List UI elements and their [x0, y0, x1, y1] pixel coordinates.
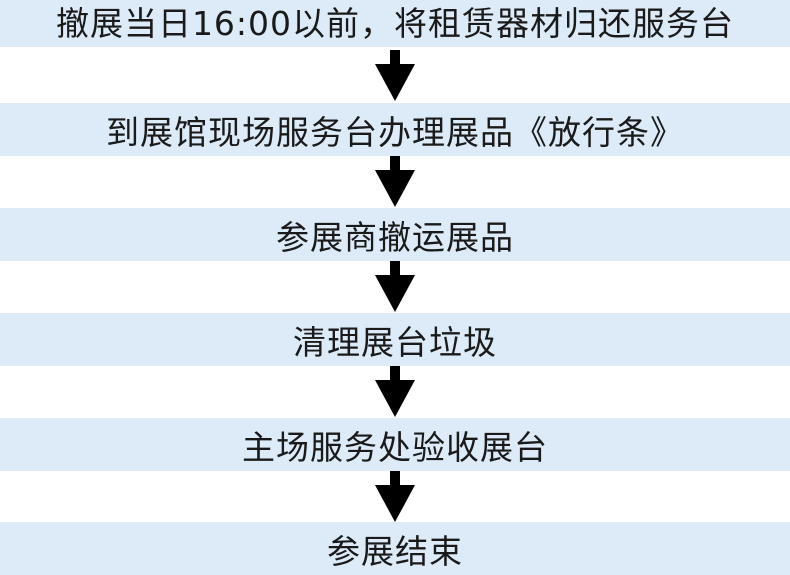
- arrow-down-icon: [375, 366, 415, 417]
- step-5: 主场服务处验收展台: [0, 418, 790, 471]
- arrow-down-icon: [375, 50, 415, 101]
- arrow-down-icon: [375, 471, 415, 522]
- step-2: 到展馆现场服务台办理展品《放行条》: [0, 103, 790, 156]
- arrow-down-icon: [375, 156, 415, 207]
- arrow-down-icon: [375, 261, 415, 312]
- step-6: 参展结束: [0, 522, 790, 575]
- step-3: 参展商撤运展品: [0, 208, 790, 261]
- step-1: 撤展当日16:00以前，将租赁器材归还服务台: [0, 0, 790, 47]
- step-4: 清理展台垃圾: [0, 313, 790, 366]
